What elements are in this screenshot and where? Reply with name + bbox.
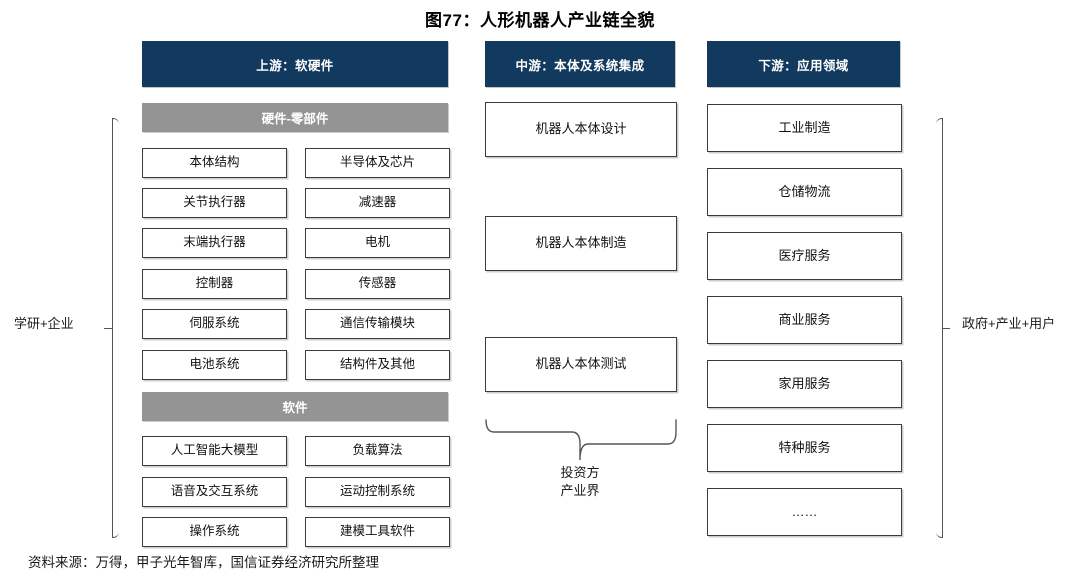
upstream-software-box: 语音及交互系统 <box>142 477 287 507</box>
upstream-hardware-box: 控制器 <box>142 269 287 299</box>
upstream-hardware-box: 本体结构 <box>142 148 287 178</box>
left-brace <box>104 118 122 538</box>
midstream-brace-label-line1: 投资方 <box>560 465 600 480</box>
upstream-software-box: 操作系统 <box>142 517 287 547</box>
software-section-band: 软件 <box>142 392 448 421</box>
source-note: 资料来源：万得，甲子光年智库，国信证券经济研究所整理 <box>28 555 379 570</box>
midstream-header: 中游：本体及系统集成 <box>485 41 675 87</box>
downstream-box: 家用服务 <box>707 360 902 408</box>
hardware-section-band: 硬件-零部件 <box>142 103 448 132</box>
right-brace-bottom-cap <box>936 530 943 538</box>
upstream-hardware-box: 减速器 <box>305 188 450 218</box>
midstream-box: 机器人本体制造 <box>485 216 677 271</box>
left-brace-tick <box>104 328 112 330</box>
upstream-hardware-box: 结构件及其他 <box>305 350 450 380</box>
upstream-software-box: 建模工具软件 <box>305 517 450 547</box>
upstream-hardware-box: 末端执行器 <box>142 228 287 258</box>
midstream-brace <box>484 418 678 462</box>
downstream-box: 仓储物流 <box>707 168 902 216</box>
downstream-box: 医疗服务 <box>707 232 902 280</box>
right-stakeholder-label: 政府+产业+用户 <box>962 316 1056 331</box>
upstream-hardware-box: 半导体及芯片 <box>305 148 450 178</box>
figure-title: 图77：人形机器人产业链全貌 <box>425 11 655 30</box>
downstream-header: 下游：应用领域 <box>707 41 900 87</box>
upstream-hardware-box: 通信传输模块 <box>305 309 450 339</box>
upstream-software-box: 人工智能大模型 <box>142 436 287 466</box>
right-brace-tick <box>942 328 950 330</box>
downstream-box: 商业服务 <box>707 296 902 344</box>
upstream-hardware-box: 传感器 <box>305 269 450 299</box>
downstream-box: …… <box>707 488 902 536</box>
upstream-hardware-box: 关节执行器 <box>142 188 287 218</box>
right-brace <box>934 118 950 538</box>
left-stakeholder-label: 学研+企业 <box>14 316 74 331</box>
midstream-box: 机器人本体测试 <box>485 337 677 392</box>
upstream-hardware-box: 电机 <box>305 228 450 258</box>
downstream-box: 特种服务 <box>707 424 902 472</box>
midstream-brace-label-line2: 产业界 <box>560 483 600 499</box>
left-brace-bottom-cap <box>112 530 119 538</box>
upstream-software-box: 负载算法 <box>305 436 450 466</box>
upstream-hardware-box: 电池系统 <box>142 350 287 380</box>
right-brace-top-cap <box>936 118 943 126</box>
downstream-box: 工业制造 <box>707 104 902 152</box>
left-brace-stem <box>112 118 114 538</box>
left-brace-top-cap <box>112 118 119 126</box>
upstream-header: 上游：软硬件 <box>142 41 448 87</box>
upstream-hardware-box: 伺服系统 <box>142 309 287 339</box>
midstream-box: 机器人本体设计 <box>485 102 677 157</box>
upstream-software-box: 运动控制系统 <box>305 477 450 507</box>
midstream-brace-label: 投资方 产业界 <box>485 464 675 500</box>
